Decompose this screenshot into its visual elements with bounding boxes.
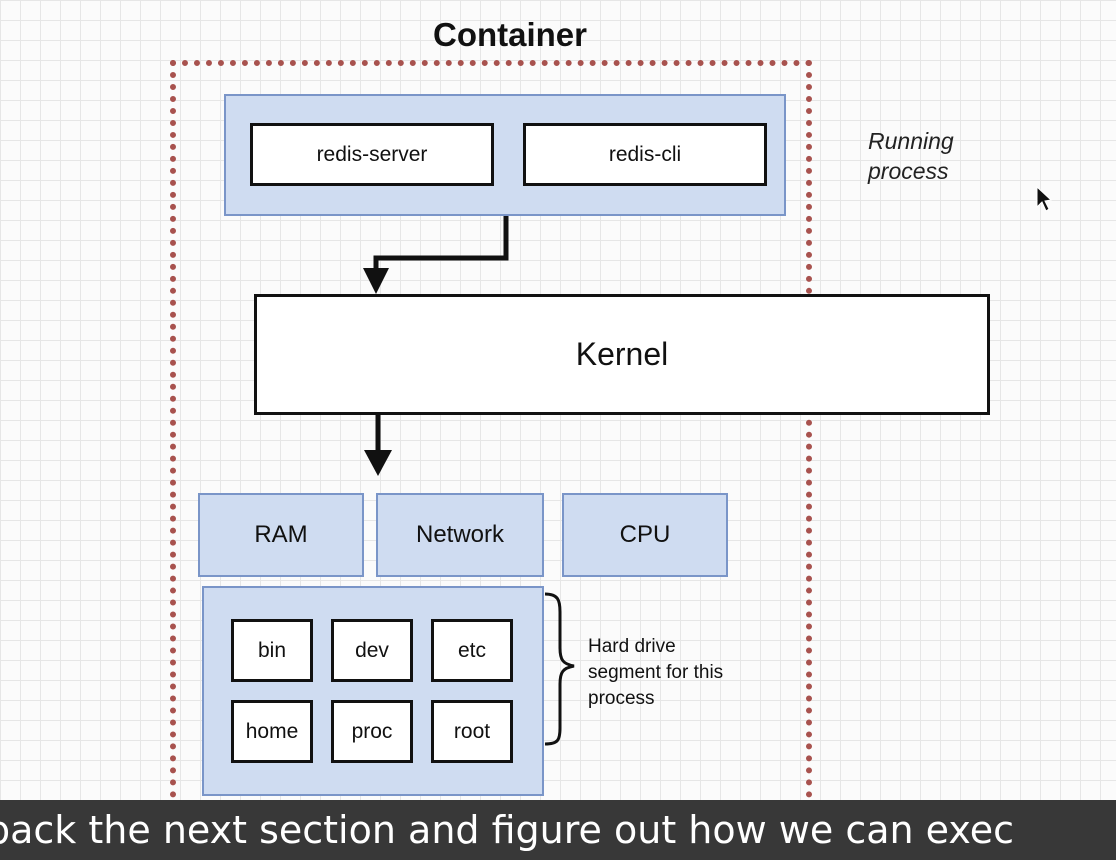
resource-ram: RAM xyxy=(198,493,364,577)
kernel-box: Kernel xyxy=(254,294,990,415)
folder-bin: bin xyxy=(231,619,313,682)
folder-etc: etc xyxy=(431,619,513,682)
process-redis-server: redis-server xyxy=(250,123,494,186)
process-to-kernel-arrowhead xyxy=(363,268,389,294)
hard-drive-label: Hard drive segment for this process xyxy=(588,636,724,709)
resource-network: Network xyxy=(376,493,544,577)
process-redis-cli: redis-cli xyxy=(523,123,767,186)
resource-cpu: CPU xyxy=(562,493,728,577)
kernel-to-resources-arrowhead xyxy=(364,450,392,476)
folder-dev: dev xyxy=(331,619,413,682)
mouse-cursor-icon xyxy=(1036,185,1053,212)
hard-drive-brace xyxy=(544,592,575,746)
video-subtitle: back the next section and figure out how… xyxy=(0,800,1116,860)
process-to-kernel-arrow xyxy=(373,216,509,272)
running-process-label: Running process xyxy=(868,128,954,184)
container-title: Container xyxy=(432,16,587,53)
folder-proc: proc xyxy=(331,700,413,763)
folder-root: root xyxy=(431,700,513,763)
folder-home: home xyxy=(231,700,313,763)
